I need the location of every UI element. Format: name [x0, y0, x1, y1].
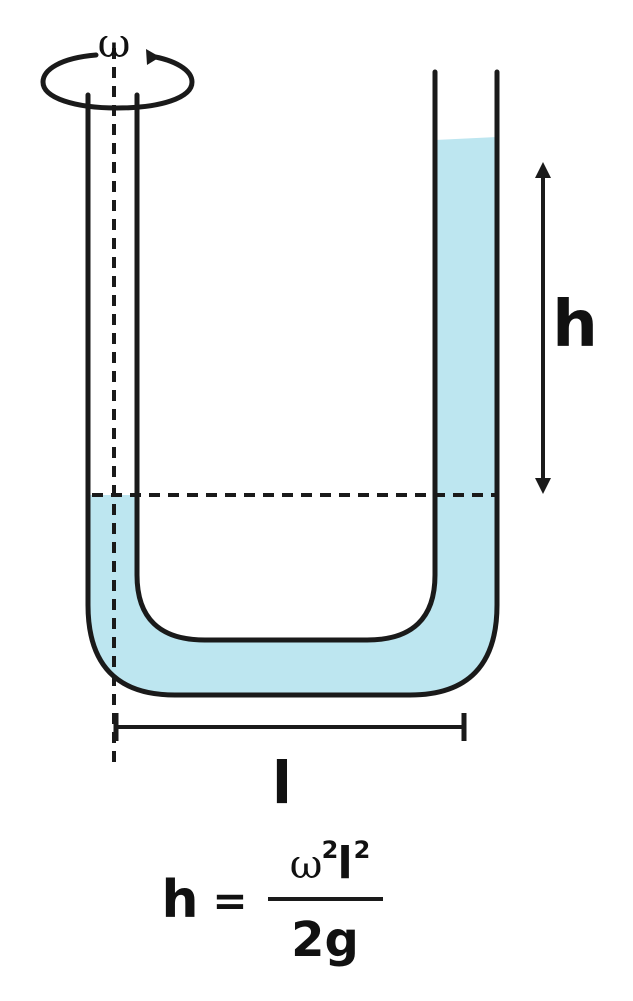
tube-outer-wall: [85, 69, 500, 698]
omega-label: ω: [98, 21, 131, 67]
rotation-arrowhead-icon: [146, 49, 160, 65]
formula-equals: =: [212, 876, 247, 925]
formula-numerator-exp2: 2: [354, 836, 371, 864]
liquid-fill: [88, 137, 497, 695]
formula-denominator: 2g: [291, 912, 359, 968]
formula-numerator-l: l: [337, 838, 352, 889]
tube-inner-wall: [134, 69, 438, 643]
height-arrow-bottom-icon: [535, 478, 551, 494]
formula-lhs: h: [161, 870, 198, 930]
height-arrow-top-icon: [535, 162, 551, 178]
rotation-arrow: [40, 52, 195, 111]
height-label: h: [552, 288, 598, 362]
formula-numerator-exp1: 2: [322, 836, 339, 864]
length-label: l: [272, 749, 292, 817]
formula-numerator-omega: ω: [290, 842, 323, 888]
